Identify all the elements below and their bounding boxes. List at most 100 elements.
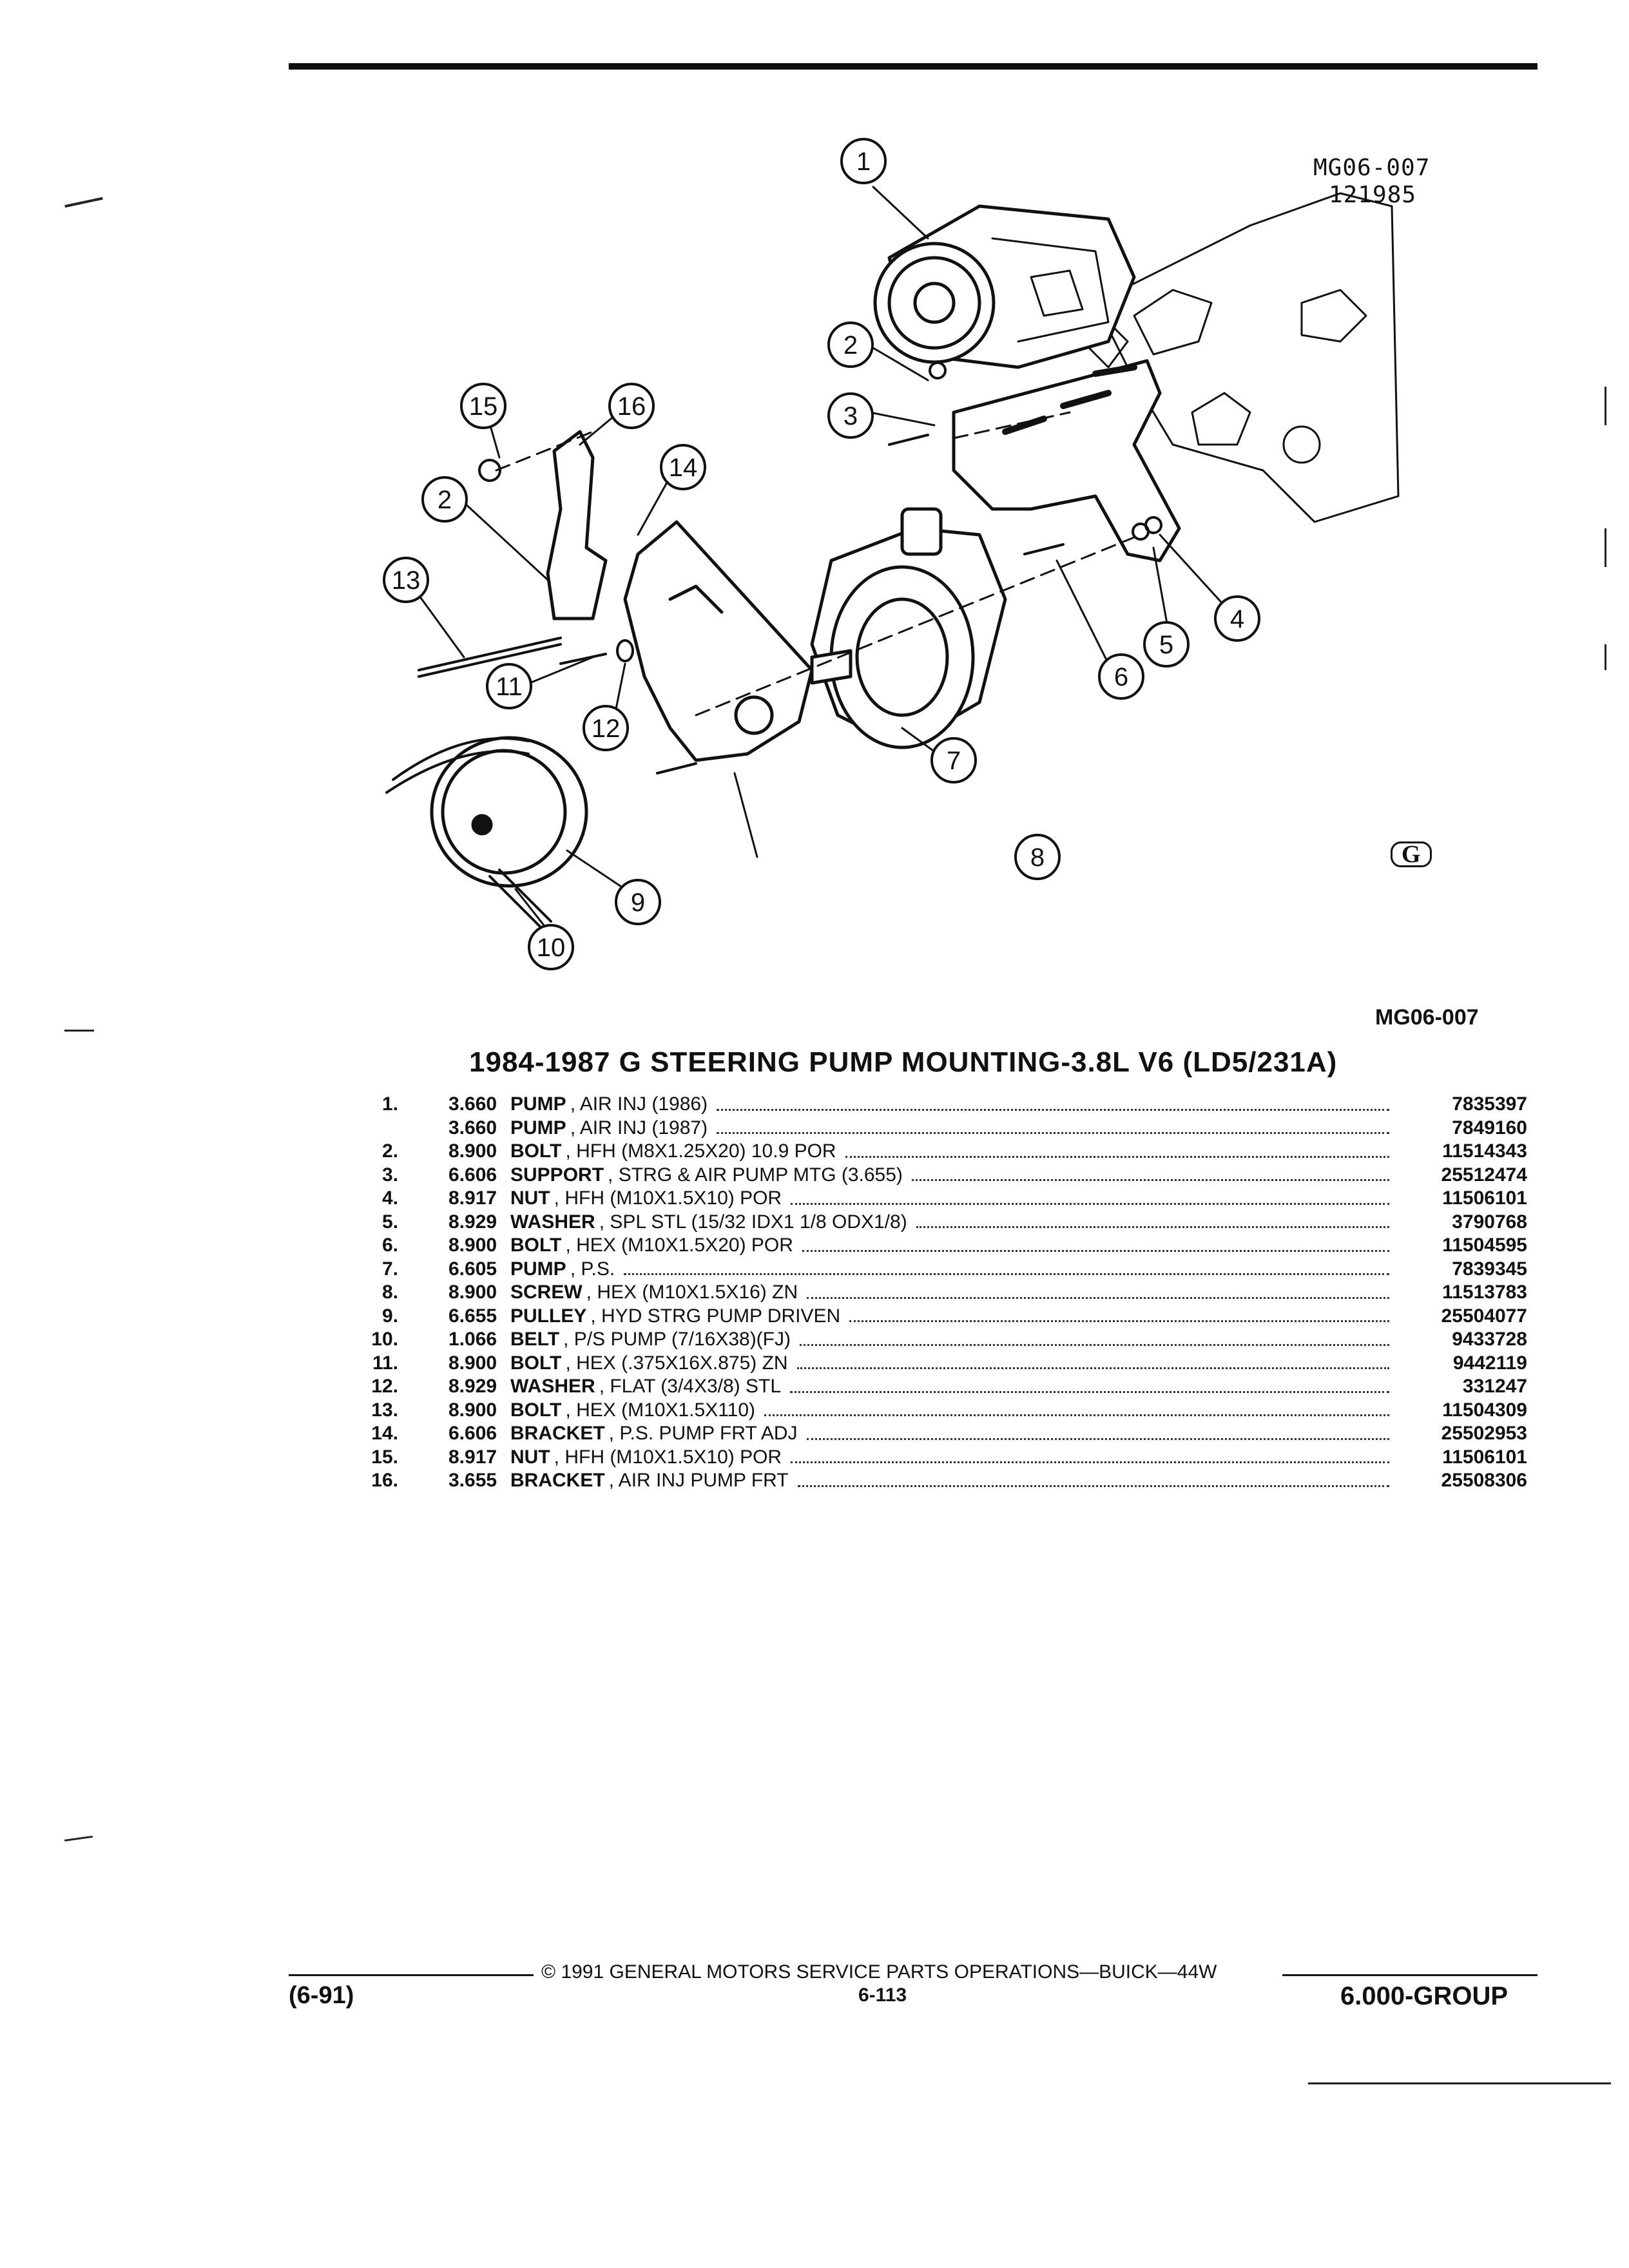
callout-leaders (411, 186, 1226, 936)
part-name: NUT (510, 1446, 550, 1468)
figure-id: MG06-007 (1313, 155, 1431, 181)
part-spec: , AIR INJ (1987) (570, 1117, 708, 1139)
part-description: BOLT, HEX (M10X1.5X110) (510, 1399, 1398, 1422)
air-pump-drawing (873, 204, 1136, 369)
item-number: 3. (381, 1164, 398, 1186)
item-number: 9. (381, 1305, 398, 1327)
part-spec: , HEX (M10X1.5X110) (565, 1399, 756, 1421)
revision-date: (6-91) (289, 1982, 354, 2009)
parts-row: 15. 8.917 NUT, HFH (M10X1.5X10) POR 1150610… (348, 1446, 1527, 1470)
item-number: 8. (381, 1282, 398, 1303)
part-spec: , HFH (M10X1.5X10) POR (554, 1446, 782, 1468)
callout-circle (660, 444, 706, 490)
callout-number: 11 (496, 673, 523, 701)
part-number: 11504595 (1442, 1235, 1527, 1256)
item-number: 7. (381, 1258, 398, 1280)
item-number: 13. (371, 1399, 398, 1421)
part-description: BOLT, HEX (.375X16X.875) ZN (510, 1352, 1398, 1375)
catalog-code: 8.917 (448, 1446, 497, 1468)
dot-leader (624, 1273, 1389, 1275)
part-number: 11506101 (1442, 1446, 1527, 1468)
part-name: PUMP (510, 1258, 566, 1280)
front-bracket-drawing (546, 430, 608, 620)
footer-rule-right (1282, 1974, 1537, 1976)
copyright-notice: © 1991 GENERAL MOTORS SERVICE PARTS OPER… (541, 1961, 1217, 1983)
part-description: PUMP, AIR INJ (1987) (510, 1117, 1398, 1140)
callout-circle (615, 879, 661, 925)
catalog-code: 3.655 (448, 1470, 497, 1491)
part-spec: , HEX (.375X16X.875) ZN (565, 1352, 788, 1374)
part-description: PUMP, AIR INJ (1986) (510, 1093, 1398, 1116)
part-spec: , STRG & AIR PUMP MTG (3.655) (608, 1164, 903, 1186)
item-number: 14. (371, 1423, 398, 1444)
part-spec: , P.S. PUMP FRT ADJ (608, 1423, 798, 1444)
dot-leader (791, 1461, 1389, 1463)
dot-leader (791, 1202, 1389, 1205)
part-description: NUT, HFH (M10X1.5X10) POR (510, 1446, 1398, 1469)
catalog-code: 8.917 (448, 1187, 497, 1209)
dot-leader (807, 1296, 1389, 1299)
catalog-code: 6.655 (448, 1305, 497, 1327)
dot-leader (845, 1155, 1389, 1158)
part-description: SUPPORT, STRG & AIR PUMP MTG (3.655) (510, 1164, 1398, 1187)
scan-mark (64, 1835, 93, 1842)
part-spec: , P.S. (570, 1258, 615, 1280)
callout-number: 16 (617, 392, 646, 421)
callout-circle (528, 924, 574, 970)
parts-list-title: 1984-1987 G STEERING PUMP MOUNTING-3.8L … (469, 1046, 1338, 1078)
callout-number: 15 (469, 392, 498, 421)
part-name: BOLT (510, 1399, 562, 1421)
callout-circle (827, 322, 874, 368)
callout-number: 3 (843, 402, 858, 430)
callout-number: 9 (631, 889, 645, 917)
part-description: WASHER, FLAT (3/4X3/8) STL (510, 1375, 1398, 1398)
dot-leader (916, 1226, 1389, 1228)
catalog-code: 8.900 (448, 1352, 497, 1374)
dot-leader (802, 1249, 1389, 1252)
dot-leader (800, 1343, 1389, 1346)
item-number: 12. (371, 1376, 398, 1397)
part-number: 25512474 (1441, 1164, 1527, 1186)
dot-leader (717, 1108, 1389, 1111)
part-number: 11504309 (1442, 1399, 1527, 1421)
catalog-code: 3.660 (448, 1093, 497, 1115)
item-number: 2. (381, 1140, 398, 1162)
belt-drawing (385, 737, 552, 929)
part-spec: , HFH (M10X1.5X10) POR (554, 1187, 782, 1209)
brand-logo: G (1391, 841, 1432, 867)
callout-number: 10 (537, 934, 566, 962)
adjust-bracket-drawing (623, 520, 814, 762)
part-number: 25502953 (1441, 1423, 1527, 1444)
part-name: BOLT (510, 1235, 562, 1256)
part-name: WASHER (510, 1376, 595, 1397)
part-number: 11506101 (1442, 1187, 1527, 1209)
part-name: SCREW (510, 1282, 583, 1303)
item-number: 15. (371, 1446, 398, 1468)
catalog-code: 8.929 (448, 1376, 497, 1397)
part-number: 11513783 (1442, 1282, 1527, 1303)
callout-circle (486, 663, 532, 709)
part-name: BELT (510, 1329, 560, 1350)
dot-leader (764, 1414, 1389, 1416)
part-description: BRACKET, P.S. PUMP FRT ADJ (510, 1422, 1398, 1445)
scan-mark (64, 1030, 94, 1032)
catalog-code: 6.606 (448, 1423, 497, 1444)
callout-circle (583, 705, 629, 751)
callout-number: 1 (856, 148, 871, 176)
part-description: WASHER, SPL STL (15/32 IDX1 1/8 ODX1/8) (510, 1211, 1398, 1234)
callout-circle (827, 392, 874, 439)
part-spec: , FLAT (3/4X3/8) STL (599, 1376, 782, 1397)
item-number: 6. (381, 1235, 398, 1256)
